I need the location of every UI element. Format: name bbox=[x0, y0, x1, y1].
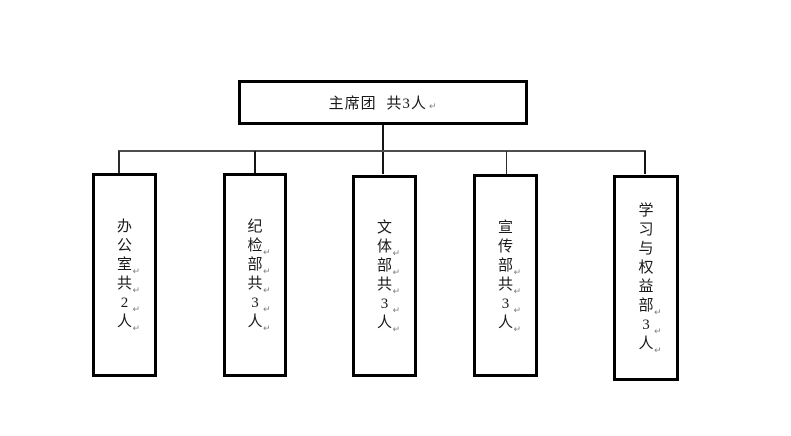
return-mark-icon: ↵ bbox=[513, 305, 522, 316]
org-node-text-line: 3↵ bbox=[616, 316, 676, 337]
org-node-text-line: 3↵ bbox=[476, 295, 535, 316]
org-node-character: 人 bbox=[116, 314, 132, 330]
org-node-character: 传 bbox=[497, 238, 513, 255]
org-node-text-line: 3↵ bbox=[355, 295, 414, 316]
org-node-character: 部 bbox=[638, 298, 654, 314]
return-mark-icon: ↵ bbox=[513, 324, 522, 335]
org-node-character: 宣 bbox=[497, 219, 513, 236]
return-mark-icon: ↵ bbox=[263, 267, 271, 277]
org-node-text-line: 办 bbox=[95, 218, 154, 237]
return-mark-icon: ↵ bbox=[428, 101, 438, 112]
org-node-office[interactable]: 办公室↵共↵2↵人↵ bbox=[92, 173, 157, 377]
org-node-text-line: 人↵ bbox=[476, 314, 535, 335]
org-node-text-line: 人↵ bbox=[226, 313, 284, 334]
org-node-character: 共 bbox=[116, 276, 132, 292]
org-node-discipline-inspection[interactable]: 纪检↵部↵共↵3↵人↵ bbox=[223, 173, 287, 377]
return-mark-icon: ↵ bbox=[392, 268, 401, 278]
return-mark-icon: ↵ bbox=[132, 286, 141, 296]
org-node-character: 学 bbox=[638, 203, 654, 219]
return-mark-icon: ↵ bbox=[263, 248, 271, 258]
connector-drop-study-rights bbox=[644, 151, 646, 174]
org-node-text-line: 与 bbox=[616, 240, 676, 259]
return-mark-icon: ↵ bbox=[654, 308, 662, 318]
org-node-text-line: 检↵ bbox=[226, 237, 284, 258]
org-node-text-line: 权 bbox=[616, 259, 676, 278]
org-node-text-line: 共↵ bbox=[226, 275, 284, 296]
org-node-character: 人 bbox=[247, 314, 263, 330]
org-node-character: 2 bbox=[120, 295, 129, 311]
connector-drop-discipline-inspection bbox=[253, 151, 256, 174]
org-node-text-line: 部↵ bbox=[616, 297, 676, 318]
return-mark-icon: ↵ bbox=[392, 249, 401, 259]
return-mark-icon: ↵ bbox=[392, 325, 401, 335]
org-node-text-line: 室↵ bbox=[95, 256, 154, 277]
org-node-character: 习 bbox=[638, 222, 654, 238]
org-node-presidium-label: 主席团 共3人 bbox=[328, 96, 427, 112]
return-mark-icon: ↵ bbox=[392, 287, 401, 297]
return-mark-icon: ↵ bbox=[132, 305, 141, 315]
org-node-text-line: 学 bbox=[616, 202, 676, 221]
org-node-study-rights[interactable]: 学习与权益部↵3↵人↵ bbox=[613, 175, 679, 381]
return-mark-icon: ↵ bbox=[132, 267, 141, 277]
org-node-text-line: 3↵ bbox=[226, 294, 284, 315]
org-node-character: 室 bbox=[116, 257, 132, 273]
org-node-character: 纪 bbox=[247, 219, 263, 235]
org-node-text-line: 部↵ bbox=[226, 256, 284, 277]
org-node-character: 办 bbox=[116, 219, 132, 235]
org-node-text-line: 公 bbox=[95, 237, 154, 256]
return-mark-icon: ↵ bbox=[263, 286, 271, 296]
org-node-text-line: 体↵ bbox=[355, 238, 414, 259]
return-mark-icon: ↵ bbox=[132, 324, 141, 334]
org-node-text-line: 部↵ bbox=[355, 257, 414, 278]
org-node-character: 与 bbox=[638, 241, 654, 257]
org-node-text-line: 2↵ bbox=[95, 294, 154, 315]
org-node-presidium[interactable]: 主席团 共3人↵ bbox=[238, 80, 528, 125]
org-node-character: 3 bbox=[251, 295, 259, 311]
org-node-character: 益 bbox=[638, 279, 654, 295]
org-node-text-line: 共↵ bbox=[355, 276, 414, 297]
org-node-character: 文 bbox=[376, 220, 392, 236]
org-node-text-line: 人↵ bbox=[95, 313, 154, 334]
org-node-character: 检 bbox=[247, 238, 263, 254]
connector-drop-office bbox=[118, 151, 120, 174]
org-node-text-line: 人↵ bbox=[616, 335, 676, 356]
org-node-text-line: 文 bbox=[355, 219, 414, 238]
return-mark-icon: ↵ bbox=[654, 346, 662, 356]
org-node-character: 部 bbox=[497, 257, 513, 274]
org-node-text-line: 习 bbox=[616, 221, 676, 240]
return-mark-icon: ↵ bbox=[263, 305, 271, 315]
org-node-text-line: 人↵ bbox=[355, 314, 414, 335]
org-node-character: 公 bbox=[116, 238, 132, 254]
org-node-text-line: 共↵ bbox=[95, 275, 154, 296]
return-mark-icon: ↵ bbox=[513, 267, 522, 278]
connector-parent-drop bbox=[382, 125, 384, 174]
org-node-character: 人 bbox=[638, 336, 654, 352]
org-node-text-line: 纪 bbox=[226, 218, 284, 237]
org-node-culture-sports[interactable]: 文体↵部↵共↵3↵人↵ bbox=[352, 175, 417, 377]
org-node-text-line: 传 bbox=[476, 238, 535, 257]
org-node-text-line: 宣 bbox=[476, 219, 535, 238]
org-node-character: 共 bbox=[376, 277, 392, 293]
org-node-character: 3 bbox=[380, 296, 389, 312]
org-node-character: 共 bbox=[497, 276, 513, 293]
org-node-character: 共 bbox=[247, 276, 263, 292]
org-node-text-line: 益 bbox=[616, 278, 676, 297]
return-mark-icon: ↵ bbox=[392, 306, 401, 316]
connector-horizontal-line bbox=[118, 150, 646, 152]
connector-drop-publicity bbox=[505, 151, 507, 174]
org-node-character: 部 bbox=[247, 257, 263, 273]
org-node-character: 部 bbox=[376, 258, 392, 274]
org-node-character: 人 bbox=[376, 315, 392, 331]
org-node-publicity[interactable]: 宣传部↵共↵3↵人↵ bbox=[473, 174, 538, 377]
org-node-character: 3 bbox=[501, 295, 510, 312]
return-mark-icon: ↵ bbox=[513, 286, 522, 297]
org-node-text-line: 部↵ bbox=[476, 257, 535, 278]
org-node-character: 3 bbox=[642, 317, 650, 333]
org-node-character: 人 bbox=[497, 314, 513, 331]
org-node-character: 权 bbox=[638, 260, 654, 276]
org-node-text-line: 共↵ bbox=[476, 276, 535, 297]
org-node-character: 体 bbox=[376, 239, 392, 255]
return-mark-icon: ↵ bbox=[654, 327, 662, 337]
return-mark-icon: ↵ bbox=[263, 324, 271, 334]
